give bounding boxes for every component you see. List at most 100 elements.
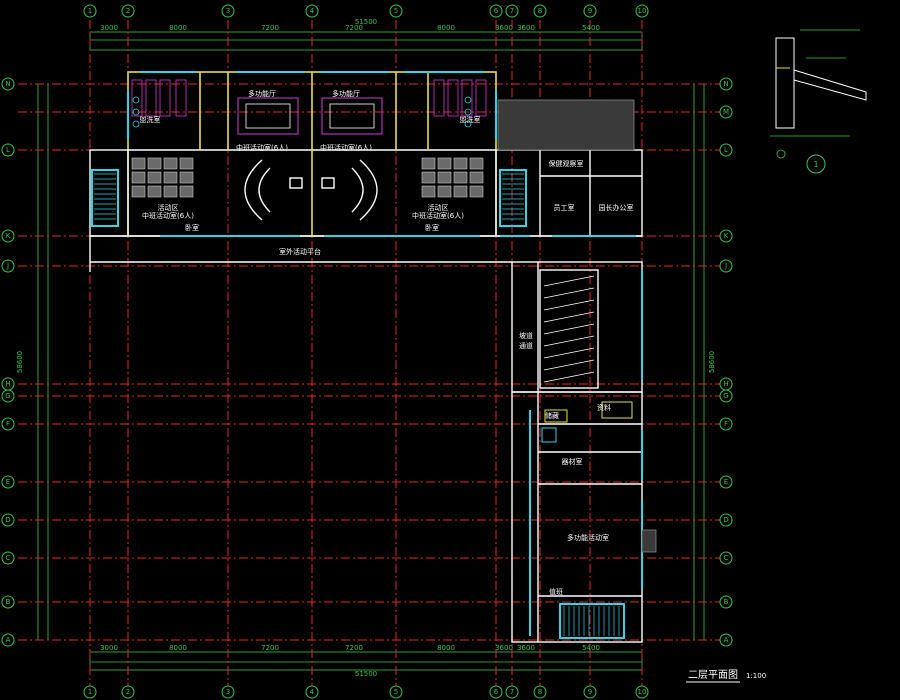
room-label-play-left: 活动区 (158, 203, 179, 212)
axis-bubble: G (719, 389, 733, 403)
bed (147, 171, 162, 184)
segment-dim: 5400 (582, 644, 600, 652)
room-label-play-right: 活动区 (428, 203, 449, 212)
segment-dim: 3600 (517, 644, 535, 652)
axis-bubble: J (719, 259, 733, 273)
bed (453, 171, 468, 184)
ramp-line (543, 275, 595, 287)
total-height-right: 58600 (708, 351, 716, 373)
bed (163, 171, 178, 184)
ramp-line (543, 323, 595, 335)
axis-bubble: 3 (221, 4, 235, 18)
axis-bubble: H (1, 377, 15, 391)
stall (433, 79, 445, 117)
room-labels: 多功能厅 多功能厅 中班活动室(6人) 中班活动室(6人) 中班活动室(6人) … (140, 89, 634, 596)
axis-bubble-label: 10 (638, 7, 647, 15)
axis-bubble: 9 (583, 685, 597, 699)
axis-bubble-label: L (6, 146, 10, 154)
room-label-corridor: 室外活动平台 (279, 247, 321, 256)
segment-dim: 7200 (261, 24, 279, 32)
drawing-title: 二层平面图 (688, 669, 738, 681)
bed (163, 185, 178, 198)
axis-bubble: 5 (389, 685, 403, 699)
room-label-store2: 资料 (597, 403, 611, 412)
axis-bubble: B (1, 595, 15, 609)
stall (131, 79, 143, 117)
bed (179, 171, 194, 184)
axis-bubble-label: 3 (226, 7, 230, 15)
axis-bubble-label: G (5, 392, 10, 400)
section-detail: 1 (770, 29, 867, 174)
axis-bubble: 10 (635, 685, 649, 699)
bed (437, 171, 452, 184)
ramp-line (543, 371, 595, 383)
room-label-hall-right: 多功能厅 (332, 89, 360, 98)
bed (421, 185, 436, 198)
axis-bubble: 10 (635, 4, 649, 18)
axis-bubble: H (719, 377, 733, 391)
axis-bubble-label: 7 (510, 7, 514, 15)
axis-bubble: C (719, 551, 733, 565)
activity-furniture (237, 97, 383, 221)
room-label-dorm-left: 卧室 (185, 223, 199, 232)
axis-bubble-label: 8 (538, 7, 542, 15)
axis-bubble: K (1, 229, 15, 243)
axis-bubble-label: A (724, 636, 729, 644)
axis-bubble: 8 (533, 4, 547, 18)
axis-bubble: D (1, 513, 15, 527)
room-label-dorm-right: 卧室 (425, 223, 439, 232)
ramp-line (543, 359, 595, 371)
room-label-sick: 保健观察室 (549, 159, 584, 168)
total-width-bottom: 51500 (355, 670, 377, 678)
segment-dim: 8000 (169, 644, 187, 652)
axis-bubble-label: M (723, 108, 729, 116)
total-height-left: 58600 (16, 351, 24, 373)
axis-bubble: 3 (221, 685, 235, 699)
axis-bubble-label: D (5, 516, 10, 524)
axis-bubble-label: 8 (538, 688, 542, 696)
axis-bubble: G (1, 389, 15, 403)
segment-dim: 8000 (169, 24, 187, 32)
axis-bubble: 2 (121, 685, 135, 699)
bed (131, 157, 146, 170)
axis-bubble-label: 7 (510, 688, 514, 696)
axis-bubble-label: L (724, 146, 728, 154)
right-wing (511, 261, 657, 643)
stall (159, 79, 171, 117)
axis-bubble-label: 1 (88, 7, 92, 15)
axis-bubble-label: 2 (126, 688, 130, 696)
axis-bubble: 6 (489, 685, 503, 699)
stall (447, 79, 459, 117)
room-label-multi-hall: 多功能活动室 (567, 533, 609, 542)
axis-bubble: N (719, 77, 733, 91)
stall (475, 79, 487, 117)
axis-bubble-label: B (724, 598, 729, 606)
axis-bubble-label: 1 (88, 688, 92, 696)
stair-treads (94, 173, 620, 636)
ramp-line (543, 347, 595, 359)
bed (453, 157, 468, 170)
axis-bubble: J (1, 259, 15, 273)
bed (163, 157, 178, 170)
bed (147, 157, 162, 170)
bed (469, 157, 484, 170)
axis-bubble-label: C (6, 554, 11, 562)
stall (145, 79, 157, 117)
segment-dim: 3600 (517, 24, 535, 32)
basin (464, 120, 472, 128)
axis-bubble: D (719, 513, 733, 527)
axis-bubble: 1 (83, 685, 97, 699)
bed (131, 171, 146, 184)
segment-dim: 7200 (261, 644, 279, 652)
drawing-scale: 1:100 (746, 672, 766, 680)
dimension-frames (37, 31, 705, 671)
axis-bubble-label: E (6, 478, 10, 486)
axis-bubble-label: N (723, 80, 728, 88)
axis-bubble: K (719, 229, 733, 243)
room-label-office: 园长办公室 (599, 203, 634, 212)
segment-dim: 8000 (437, 24, 455, 32)
axis-bubble: 9 (583, 4, 597, 18)
axis-bubble-label: J (724, 262, 727, 270)
